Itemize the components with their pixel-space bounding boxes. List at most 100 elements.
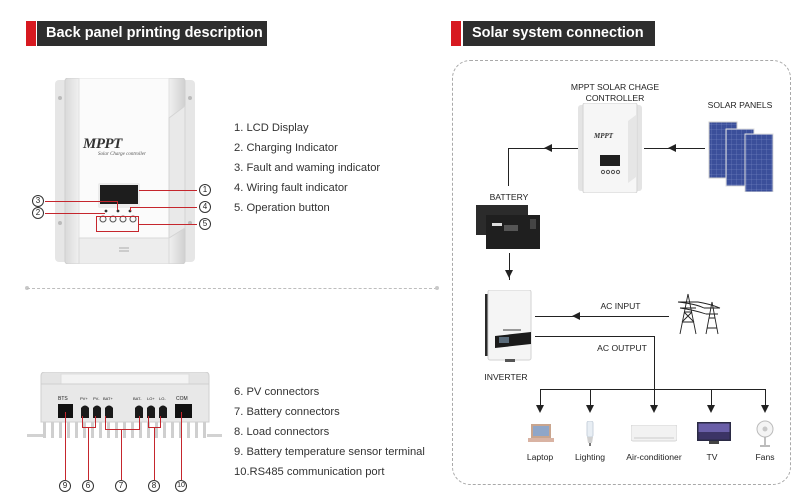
svg-text:MPPT: MPPT xyxy=(593,132,614,140)
line-battery-to-inverter xyxy=(509,253,510,280)
diagram-frame xyxy=(452,60,791,485)
callout-line-7h xyxy=(105,429,140,431)
section-separator xyxy=(27,288,437,289)
solar-panels-label: SOLAR PANELS xyxy=(707,100,773,110)
callout-line-1 xyxy=(139,190,197,192)
drop-laptop xyxy=(540,389,541,407)
load-label-lighting: Lighting xyxy=(574,452,606,462)
callout-4: 4 xyxy=(199,201,211,213)
arrow-down-icon xyxy=(586,405,594,413)
terminal-label-bat-minus: BAT- xyxy=(133,396,142,401)
line-controller-to-battery-h xyxy=(508,148,578,149)
drop-tv xyxy=(711,389,712,407)
controller-front-image xyxy=(55,77,195,265)
header-accent xyxy=(26,21,36,46)
battery-label: BATTERY xyxy=(489,192,529,202)
fan-icon xyxy=(755,420,775,448)
legend-item: 10.RS485 communication port xyxy=(234,466,385,478)
arrow-down-icon xyxy=(761,405,769,413)
callout-line-10 xyxy=(181,412,183,480)
charge-controller-icon: MPPT xyxy=(578,102,642,194)
arrow-down-icon xyxy=(707,405,715,413)
callout-1: 1 xyxy=(199,184,211,196)
callout-line-4 xyxy=(130,207,197,209)
callout-line-9 xyxy=(65,412,67,480)
front-legend-list: 1. LCD Display 2. Charging Indicator 3. … xyxy=(234,118,380,218)
drop-air-conditioner xyxy=(654,389,655,407)
terminal-label-bat-plus: BAT+ xyxy=(103,396,113,401)
arrow-down-icon xyxy=(505,270,513,278)
callout-line-3-drop xyxy=(117,201,119,210)
load-label-air-conditioner: Air-conditioner xyxy=(626,452,682,462)
ac-input-label: AC INPUT xyxy=(600,301,641,311)
terminal-label-pv-plus: PV+ xyxy=(80,396,88,401)
terminal-label-lo-minus: LO- xyxy=(159,396,166,401)
callout-line-6b xyxy=(95,416,97,428)
arrow-left-icon xyxy=(572,312,580,320)
legend-item: 9. Battery temperature sensor terminal xyxy=(234,446,425,458)
controller-bottom-image xyxy=(27,371,222,444)
light-bulb-icon xyxy=(584,420,596,447)
controller-label-line1: MPPT SOLAR CHAGE xyxy=(570,82,660,92)
arrow-left-icon xyxy=(544,144,552,152)
callout-line-8b xyxy=(160,416,162,428)
callout-line-7b xyxy=(139,416,141,430)
ac-output-label: AC OUTPUT xyxy=(597,343,647,353)
arrow-left-icon xyxy=(668,144,676,152)
callout-line-6v xyxy=(88,427,90,480)
callout-2: 2 xyxy=(32,207,44,219)
callout-line-2 xyxy=(45,213,105,215)
terminal-label-pv-minus: PV- xyxy=(93,396,100,401)
callout-6: 6 xyxy=(82,480,94,492)
line-ac-output-v xyxy=(654,336,655,390)
solar-panels-icon xyxy=(707,120,777,193)
callout-3: 3 xyxy=(32,195,44,207)
callout-line-5 xyxy=(139,224,197,226)
back-panel-title: Back panel printing description xyxy=(37,21,267,46)
terminal-label-bts: BTS xyxy=(58,396,68,402)
legend-item: 7. Battery connectors xyxy=(234,406,340,418)
callout-line-7v xyxy=(121,429,123,480)
callout-line-8v xyxy=(154,427,156,480)
device-subtitle: Solar Charge controller xyxy=(98,152,146,157)
controller-label: MPPT SOLAR CHAGE CONTROLLER xyxy=(560,82,670,104)
header-accent xyxy=(451,21,461,46)
line-controller-to-battery-v xyxy=(508,148,509,186)
callout-7: 7 xyxy=(115,480,127,492)
device-brand: MPPT xyxy=(83,136,122,152)
callout-line-7a xyxy=(105,416,107,430)
inverter-icon xyxy=(485,289,533,362)
legend-item: 4. Wiring fault indicator xyxy=(234,182,348,194)
arrow-down-icon xyxy=(536,405,544,413)
callout-line-3 xyxy=(45,201,118,203)
bottom-legend-list: 6. PV connectors 7. Battery connectors 8… xyxy=(234,382,425,482)
load-label-laptop: Laptop xyxy=(526,452,554,462)
air-conditioner-icon xyxy=(630,424,678,443)
terminal-label-lo-plus: LO+ xyxy=(147,396,155,401)
legend-item: 6. PV connectors xyxy=(234,386,320,398)
button-group-outline xyxy=(96,216,139,232)
load-label-fans: Fans xyxy=(755,452,775,462)
legend-item: 2. Charging Indicator xyxy=(234,142,338,154)
callout-10: 10 xyxy=(175,480,187,492)
legend-item: 8. Load connectors xyxy=(234,426,330,438)
tv-icon xyxy=(697,422,731,446)
line-ac-output-h xyxy=(535,336,655,337)
line-ac-input xyxy=(535,316,669,317)
battery-icon xyxy=(474,203,542,251)
callout-line-4-drop xyxy=(130,207,132,211)
callout-line-6a xyxy=(82,416,84,428)
power-tower-icon xyxy=(676,292,724,336)
laptop-icon xyxy=(528,423,554,445)
callout-9: 9 xyxy=(59,480,71,492)
callout-line-8a xyxy=(148,416,150,428)
drop-fans xyxy=(765,389,766,407)
callout-8: 8 xyxy=(148,480,160,492)
inverter-label: INVERTER xyxy=(484,372,528,382)
solar-system-title: Solar system connection xyxy=(463,21,655,46)
separator-dot-right xyxy=(435,286,439,290)
load-label-tv: TV xyxy=(706,452,718,462)
terminal-label-com: COM xyxy=(176,396,188,402)
arrow-down-icon xyxy=(650,405,658,413)
line-loads-bus xyxy=(540,389,766,390)
